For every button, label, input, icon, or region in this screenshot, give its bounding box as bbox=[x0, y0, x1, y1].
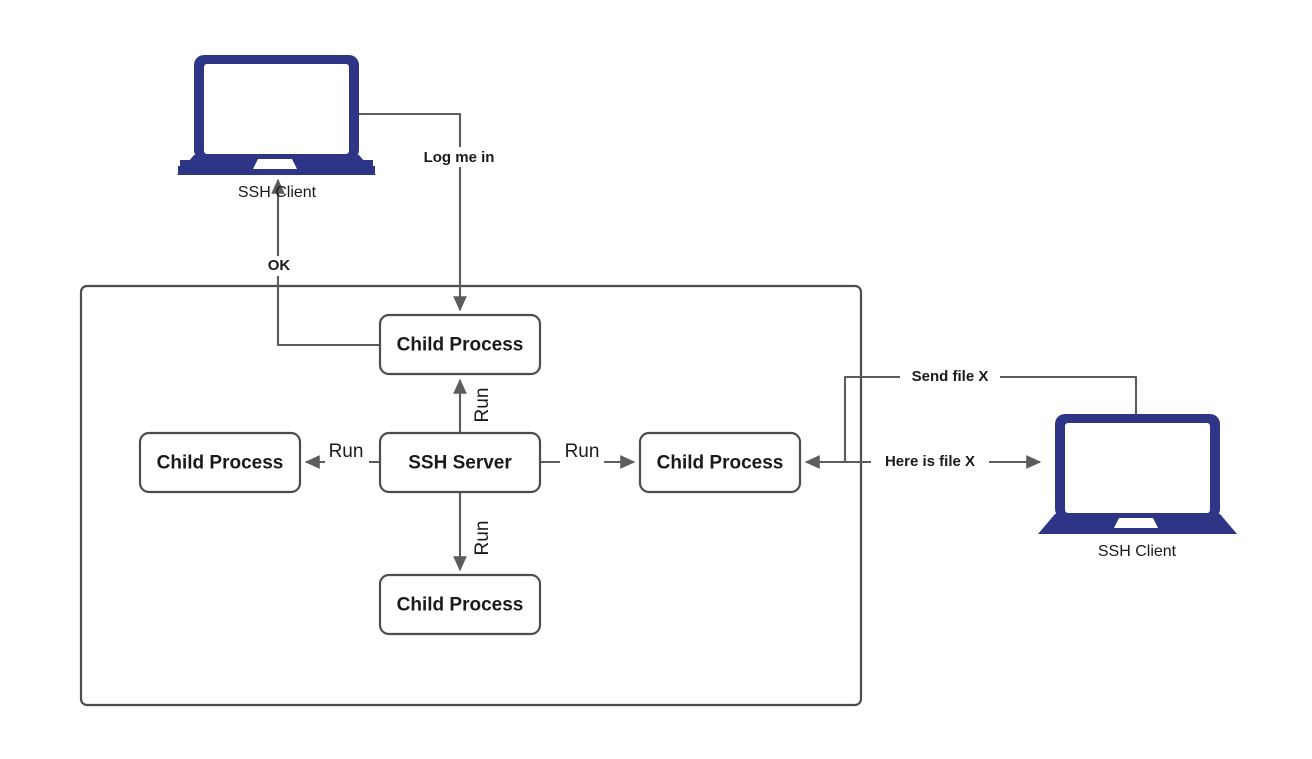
child-process-bottom-box bbox=[378, 573, 542, 636]
child-process-top-box bbox=[378, 313, 542, 376]
child-process-right-box bbox=[638, 431, 802, 494]
label-bg-here-is-file-x bbox=[871, 452, 989, 472]
child-process-right-label: Child Process bbox=[657, 453, 784, 474]
node-child-process-left[interactable]: Child Process bbox=[138, 431, 302, 494]
node-ssh-server[interactable]: SSH Server bbox=[378, 431, 542, 494]
ssh-server-host-boundary bbox=[79, 284, 863, 707]
edge-label-send-file-x: Send file X bbox=[912, 368, 989, 385]
node-child-process-top[interactable]: Child Process bbox=[378, 313, 542, 376]
edge-label-run-left: Run bbox=[329, 441, 364, 462]
label-bg-log-me-in bbox=[413, 147, 505, 167]
label-bg-ok bbox=[262, 256, 296, 276]
child-process-top-label: Child Process bbox=[397, 335, 524, 356]
ssh-server-label: SSH Server bbox=[408, 453, 512, 474]
device-label-client-right: SSH Client bbox=[1098, 543, 1177, 560]
ssh-server-box bbox=[378, 431, 542, 494]
node-child-process-bottom[interactable]: Child Process bbox=[378, 573, 542, 636]
edge-label-run-right: Run bbox=[565, 441, 600, 462]
edge-label-run-bottom: Run bbox=[472, 521, 493, 556]
laptop-icon-client-right bbox=[1038, 414, 1237, 534]
laptop-icon-client-top bbox=[177, 55, 376, 175]
edge-label-log-me-in: Log me in bbox=[424, 149, 495, 166]
edge-label-here-is-file-x: Here is file X bbox=[885, 453, 975, 470]
child-process-left-box bbox=[138, 431, 302, 494]
edge-label-run-top: Run bbox=[472, 388, 493, 423]
child-process-bottom-label: Child Process bbox=[397, 595, 524, 616]
edge-log-me-in bbox=[358, 112, 467, 312]
device-label-client-top: SSH Client bbox=[238, 184, 317, 201]
node-child-process-right[interactable]: Child Process bbox=[638, 431, 802, 494]
label-bg-send-file-x bbox=[900, 367, 1000, 387]
edge-ok bbox=[271, 178, 380, 347]
child-process-left-label: Child Process bbox=[157, 453, 284, 474]
edge-label-ok: OK bbox=[268, 257, 291, 274]
label-bg-run-right bbox=[560, 441, 604, 463]
label-bg-run-left bbox=[325, 441, 369, 463]
